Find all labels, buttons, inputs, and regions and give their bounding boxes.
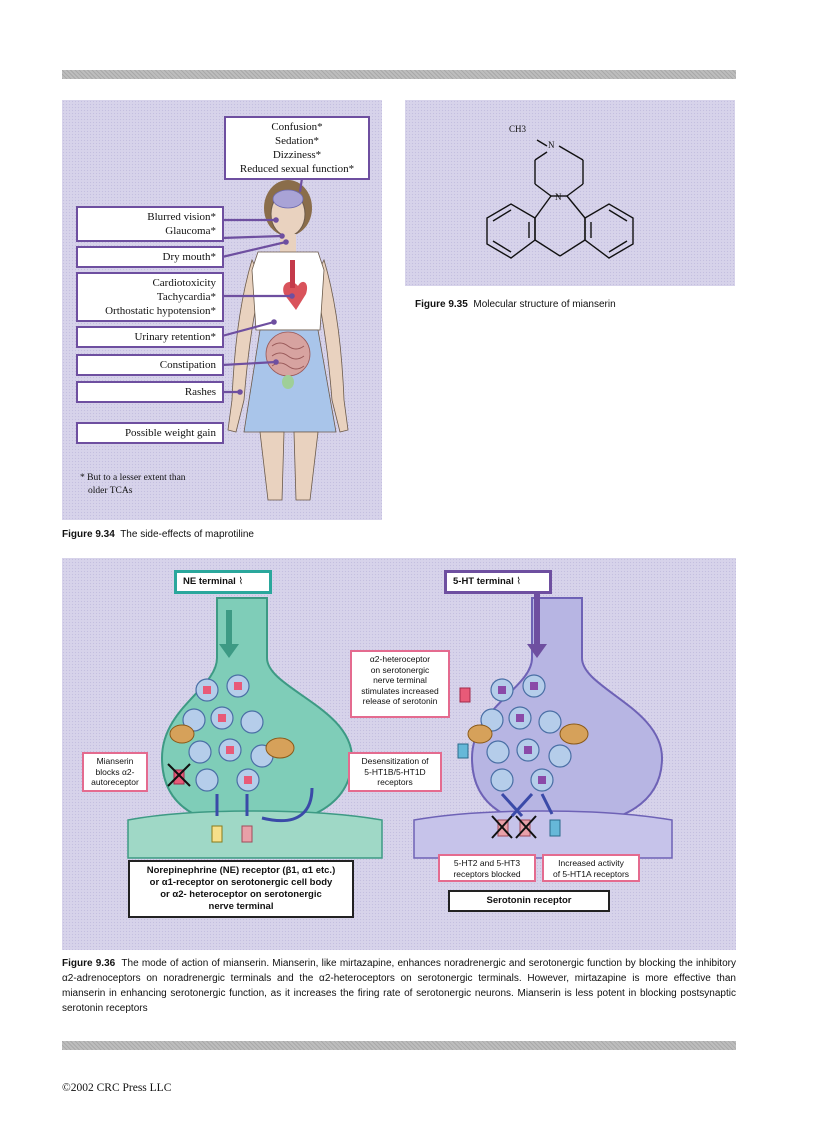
n-bottom-label: N xyxy=(555,192,562,202)
ch3-label: CH3 xyxy=(509,124,527,134)
mianserin-blocks-label: Mianserin blocks α2- autoreceptor xyxy=(82,752,148,792)
fig934-caption-label: Figure 9.34 xyxy=(62,529,115,540)
fig935-caption-label: Figure 9.35 xyxy=(415,299,468,310)
weight-gain-box: Possible weight gain xyxy=(76,422,224,444)
label-dry-mouth: Dry mouth* xyxy=(162,251,216,263)
rashes-box: Rashes xyxy=(76,381,224,403)
ne-receptor-line-1: Norepinephrine (NE) receptor (β1, α1 etc… xyxy=(146,865,336,876)
label-dizziness: Dizziness* xyxy=(272,149,322,161)
synapse-illustration xyxy=(127,588,673,859)
footnote-line-2: older TCAs xyxy=(88,486,133,496)
label-weight-gain: Possible weight gain xyxy=(124,427,216,439)
mianserin-structure xyxy=(486,139,634,259)
alpha2-line-5: release of serotonin xyxy=(362,696,438,706)
label-constipation: Constipation xyxy=(159,359,216,371)
label-sexual-function: Reduced sexual function* xyxy=(239,163,355,175)
ne-terminal-text: NE terminal xyxy=(183,576,236,587)
fig934-panel: Confusion* Sedation* Dizziness* Reduced … xyxy=(62,100,382,520)
label-glaucoma: Glaucoma* xyxy=(165,225,216,237)
alpha2-line-3: nerve terminal xyxy=(373,675,427,685)
alpha2-line-2: on serotonergic xyxy=(370,664,430,675)
fig936-caption-text: The mode of action of mianserin. Mianser… xyxy=(62,958,736,1014)
fig935-panel: CH3 N N xyxy=(405,100,735,286)
ht23-line-2: receptors blocked xyxy=(453,868,521,879)
fig936-caption: Figure 9.36 The mode of action of mianse… xyxy=(62,956,736,1016)
serotonin-receptor-label: Serotonin receptor xyxy=(448,890,610,912)
cns-effects-box: Confusion* Sedation* Dizziness* Reduced … xyxy=(224,116,370,180)
serotonin-receptor-text: Serotonin receptor xyxy=(486,895,572,906)
n-top-label: N xyxy=(548,140,555,150)
heart-effects-box: Cardiotoxicity Tachycardia* Orthostatic … xyxy=(76,272,224,322)
ne-receptor-line-4: nerve terminal xyxy=(208,901,274,912)
alpha2-heteroceptor-label: α2-heteroceptor on serotonergic nerve te… xyxy=(350,650,450,718)
ht1a-line-1: Increased activity xyxy=(558,858,624,868)
copyright: ©2002 CRC Press LLC xyxy=(62,1082,172,1094)
desens-line-2: 5-HT1B/5-HT1D xyxy=(364,766,426,777)
ne-receptor-line-2: or α1-receptor on serotonergic cell body xyxy=(149,877,333,888)
ne-receptor-line-3: or α2- heteroceptor on serotonergic xyxy=(160,889,322,900)
fig935-caption: Figure 9.35 Molecular structure of mians… xyxy=(415,297,616,312)
footnote-line-1: * But to a lesser extent than xyxy=(80,473,186,483)
label-cardiotoxicity: Cardiotoxicity xyxy=(152,277,216,289)
fig934-caption-text: The side-effects of maprotiline xyxy=(120,529,254,540)
alpha2-line-4: stimulates increased xyxy=(361,685,439,696)
label-sedation: Sedation* xyxy=(275,135,319,147)
mianserin-line-3: autoreceptor xyxy=(91,777,139,787)
ht1a-activity-label: Increased activity of 5-HT1A receptors xyxy=(542,854,640,882)
desens-line-1: Desensitization of xyxy=(361,756,429,766)
constipation-box: Constipation xyxy=(76,354,224,376)
ne-terminal-label: NE terminal ⌇ xyxy=(174,570,272,594)
dry-mouth-box: Dry mouth* xyxy=(76,246,224,268)
mianserin-line-1: Mianserin xyxy=(96,756,134,766)
fig936-caption-label: Figure 9.36 xyxy=(62,958,116,969)
ne-receptor-label: Norepinephrine (NE) receptor (β1, α1 etc… xyxy=(128,860,354,918)
ht1a-line-2: of 5-HT1A receptors xyxy=(552,868,630,879)
female-body-illustration xyxy=(221,177,349,501)
footnote: * But to a lesser extent than older TCAs xyxy=(80,472,186,498)
mianserin-line-2: blocks α2- xyxy=(95,766,135,777)
alpha2-line-1: α2-heteroceptor xyxy=(369,654,431,664)
label-urinary-retention: Urinary retention* xyxy=(134,331,216,343)
ht-terminal-text: 5-HT terminal xyxy=(453,576,514,587)
label-rashes: Rashes xyxy=(184,386,216,398)
fig934-caption: Figure 9.34 The side-effects of maprotil… xyxy=(62,527,254,542)
label-confusion: Confusion* xyxy=(271,121,323,133)
bottom-rule xyxy=(62,1041,736,1050)
label-tachycardia: Tachycardia* xyxy=(156,291,216,303)
eye-effects-box: Blurred vision* Glaucoma* xyxy=(76,206,224,242)
top-rule xyxy=(62,70,736,79)
fig936-panel: NE terminal ⌇ 5-HT terminal ⌇ α2-heteroc… xyxy=(62,558,736,950)
label-orthostatic: Orthostatic hypotension* xyxy=(105,305,216,317)
desensitization-label: Desensitization of 5-HT1B/5-HT1D recepto… xyxy=(348,752,442,792)
ht23-blocked-label: 5-HT2 and 5-HT3 receptors blocked xyxy=(438,854,536,882)
ht23-line-1: 5-HT2 and 5-HT3 xyxy=(453,858,521,868)
urinary-box: Urinary retention* xyxy=(76,326,224,348)
label-blurred-vision: Blurred vision* xyxy=(147,211,216,223)
fig935-caption-text: Molecular structure of mianserin xyxy=(473,299,616,310)
desens-line-3: receptors xyxy=(377,777,413,787)
ht-terminal-label: 5-HT terminal ⌇ xyxy=(444,570,552,594)
